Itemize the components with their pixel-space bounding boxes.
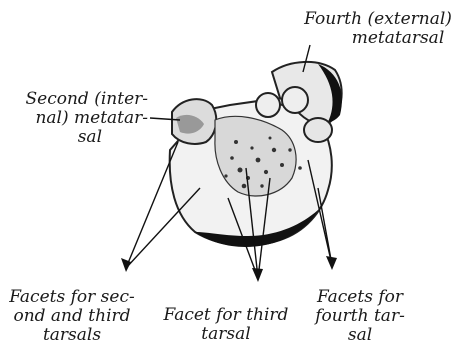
knob-3 [304,118,332,142]
label-second-metatarsal: Second (inter- nal) metatar- sal [10,90,148,147]
label-facets-fourth: Facets for fourth tar- sal [305,288,415,345]
label-facets-second-third: Facets for sec- ond and third tarsals [0,288,144,345]
label-fourth-metatarsal: Fourth (external) metatarsal [289,10,467,48]
label-facet-third: Facet for third tarsal [152,306,300,344]
knob-1 [256,93,280,117]
arrowheads [121,256,337,282]
knob-2 [282,87,308,113]
